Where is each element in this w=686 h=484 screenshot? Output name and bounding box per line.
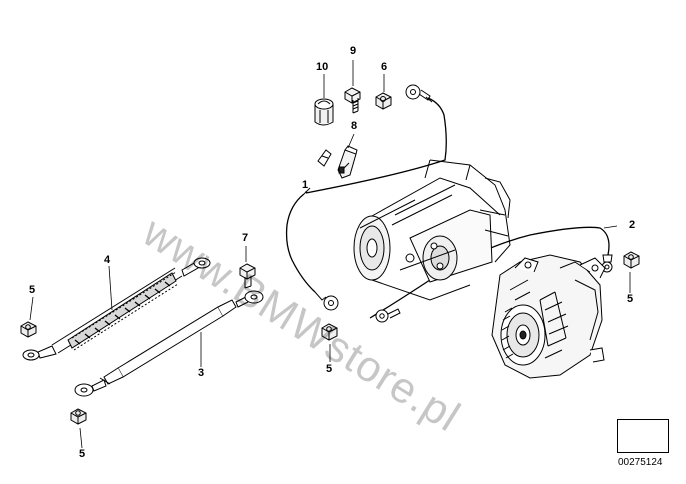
alternator	[491, 254, 606, 379]
part-1-cable	[285, 84, 447, 311]
starter-motor	[353, 159, 511, 301]
callout-5-left: 5	[29, 284, 36, 296]
callout-5-bottom: 5	[79, 448, 86, 460]
leader-lines	[29, 60, 631, 449]
callout-8: 8	[351, 120, 358, 132]
callout-4: 4	[104, 254, 111, 266]
part-5-nut-bottom	[70, 408, 87, 425]
part-8-clips	[317, 145, 358, 179]
callout-9: 9	[350, 45, 357, 57]
part-2-cable	[369, 226, 613, 323]
callout-5-right: 5	[627, 293, 634, 305]
part-5-nut-right	[623, 251, 640, 269]
callout-2: 2	[629, 219, 636, 231]
callout-10: 10	[316, 61, 329, 73]
callout-7: 7	[242, 232, 249, 244]
part-7-bolt	[239, 263, 256, 289]
callout-6: 6	[381, 61, 388, 73]
reference-number: 00275124	[618, 457, 663, 468]
reference-box	[617, 419, 669, 453]
part-5-nut-left	[20, 321, 37, 338]
part-9-bolt	[344, 87, 361, 114]
callout-5-center: 5	[326, 363, 333, 375]
part-6-nut	[375, 92, 392, 110]
part-5-nut-center	[321, 323, 338, 341]
part-10-cap	[314, 98, 334, 126]
callout-3: 3	[198, 367, 205, 379]
part-4-strap	[22, 257, 211, 361]
part-3-cable	[74, 290, 264, 397]
callout-1: 1	[302, 179, 309, 191]
